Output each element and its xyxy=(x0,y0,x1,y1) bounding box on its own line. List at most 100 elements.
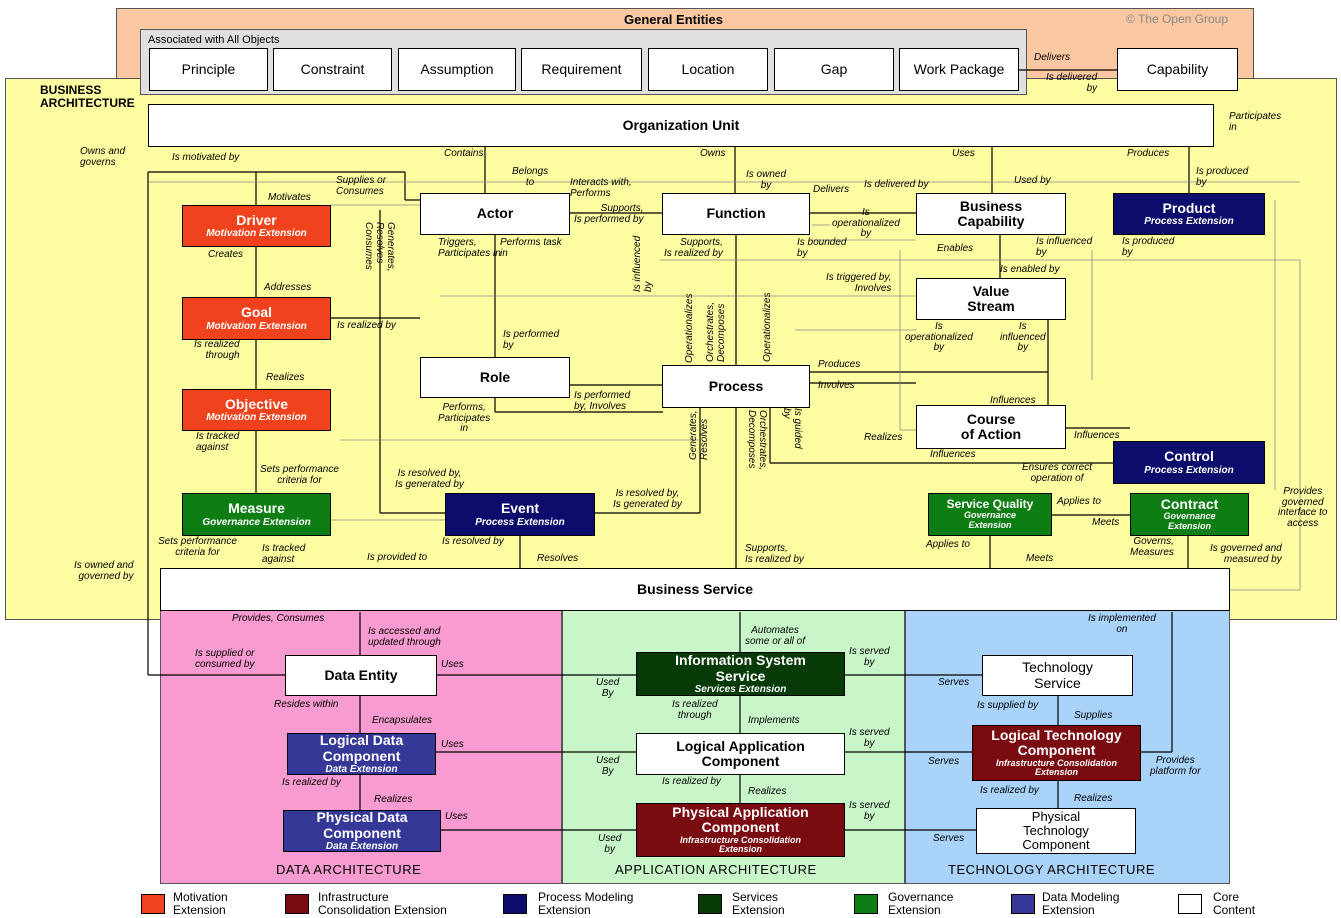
relation-label: Resolves xyxy=(537,553,579,564)
relation-label: Is motivated by xyxy=(172,152,240,163)
legend-swatch-services xyxy=(698,894,722,914)
relation-label: Meets xyxy=(1026,553,1054,564)
physical-technology-component-box[interactable]: Physical Technology Component xyxy=(976,808,1136,854)
gap-box[interactable]: Gap xyxy=(774,48,894,91)
relation-label: Is triggered by, Involves xyxy=(826,272,892,294)
relation-label: Used by xyxy=(1014,175,1051,186)
relation-label: Supports, Is realized by xyxy=(664,237,723,259)
data-architecture-label: DATA ARCHITECTURE xyxy=(276,862,422,877)
relation-label: Owns xyxy=(700,148,726,159)
relation-label: Addresses xyxy=(264,282,312,293)
process-box[interactable]: Process xyxy=(662,365,810,408)
relation-label: Performs task in xyxy=(500,237,562,259)
technology-service-box[interactable]: Technology Service xyxy=(982,655,1133,696)
relation-label: Meets xyxy=(1092,517,1120,528)
business-service-box[interactable]: Business Service xyxy=(160,568,1230,611)
relation-label: Is realized by xyxy=(337,320,396,331)
relation-label: Provides governed interface to access xyxy=(1278,486,1328,529)
relation-label: Realizes xyxy=(748,786,787,797)
location-box[interactable]: Location xyxy=(648,48,768,91)
relation-label: Used by xyxy=(598,833,622,855)
technology-architecture-label: TECHNOLOGY ARCHITECTURE xyxy=(948,862,1156,877)
course-of-action-box[interactable]: Course of Action xyxy=(916,405,1066,449)
relation-label: Sets performance criteria for xyxy=(260,464,339,486)
relation-label: Used By xyxy=(596,755,620,777)
actor-box[interactable]: Actor xyxy=(420,193,570,235)
relation-label: Uses xyxy=(441,659,464,670)
relation-label: Influences xyxy=(930,449,976,460)
relation-label: Is realized through xyxy=(194,339,240,361)
relation-label: Uses xyxy=(445,811,468,822)
relation-label: Is resolved by, Is generated by xyxy=(613,488,682,510)
relation-label: Delivers xyxy=(813,184,850,195)
relation-label: Is served by xyxy=(849,727,890,749)
relation-label: Supplies xyxy=(1074,710,1113,721)
relation-label: Is influenced by xyxy=(1036,236,1093,258)
relation-label: Is resolved by xyxy=(442,536,504,547)
work-package-box[interactable]: Work Package xyxy=(899,48,1019,91)
logical-application-component-box[interactable]: Logical Application Component xyxy=(636,733,845,775)
is-delivered-by-label: Is delivered by xyxy=(1046,72,1098,94)
legend-swatch-governance xyxy=(854,894,878,914)
relation-label: Interacts with, Performs xyxy=(570,177,632,199)
vertical-relation-label: Orchestrates, Decomposes xyxy=(705,301,727,362)
relation-label: Is performed by xyxy=(503,329,560,351)
relation-label: Realizes xyxy=(374,794,413,805)
role-box[interactable]: Role xyxy=(420,357,570,398)
relation-label: Governs, Measures xyxy=(1130,536,1174,558)
legend-label-core: Core Content xyxy=(1213,890,1256,918)
value-stream-box[interactable]: Value Stream xyxy=(916,278,1066,320)
business-architecture-title: BUSINESS ARCHITECTURE xyxy=(40,83,135,111)
relation-label: Involves xyxy=(818,380,855,391)
relation-label: Is served by xyxy=(849,646,890,668)
relation-label: Is performed by, Involves xyxy=(574,390,631,412)
relation-label: Influences xyxy=(1074,430,1120,441)
copyright: © The Open Group xyxy=(1126,12,1229,26)
relation-label: Contains xyxy=(444,148,484,159)
relation-label: Is tracked against xyxy=(196,431,240,453)
relation-label: Supplies or Consumes xyxy=(336,175,387,197)
relation-label: Implements xyxy=(748,715,800,726)
relation-label: Is governed and measured by xyxy=(1210,543,1282,565)
delivers-label: Delivers xyxy=(1034,52,1071,63)
constraint-box[interactable]: Constraint xyxy=(273,48,392,91)
vertical-relation-label: Is guided by xyxy=(781,408,803,449)
data-entity-box[interactable]: Data Entity xyxy=(285,655,437,696)
function-box[interactable]: Function xyxy=(662,193,810,235)
relation-label: Serves xyxy=(928,756,960,767)
assumption-box[interactable]: Assumption xyxy=(398,48,516,91)
relation-label: Owns and governs xyxy=(80,146,126,168)
principle-box[interactable]: Principle xyxy=(149,48,268,91)
requirement-box[interactable]: Requirement xyxy=(521,48,642,91)
legend-label-governance: Governance Extension xyxy=(888,890,954,918)
organization-unit-box[interactable]: Organization Unit xyxy=(148,104,1214,147)
relation-label: Supports, Is realized by xyxy=(745,543,804,565)
capability-box[interactable]: Capability xyxy=(1117,48,1238,91)
general-entities-title: General Entities xyxy=(624,12,723,27)
vertical-relation-label: Consumes xyxy=(363,222,374,270)
legend-swatch-infrastructure xyxy=(285,894,309,914)
legend-label-infrastructure: Infrastructure Consolidation Extension xyxy=(318,890,447,918)
vertical-relation-label: Orchestrates, Decomposes xyxy=(746,410,768,471)
relation-label: Is realized by xyxy=(282,777,341,788)
relation-label: Is accessed and updated through xyxy=(368,626,441,648)
relation-label: Is influenced by xyxy=(1000,321,1046,353)
relation-label: Serves xyxy=(938,677,970,688)
relation-label: Is provided to xyxy=(367,552,428,563)
business-capability-box[interactable]: Business Capability xyxy=(916,193,1066,235)
legend-label-motivation: Motivation Extension xyxy=(173,890,228,918)
